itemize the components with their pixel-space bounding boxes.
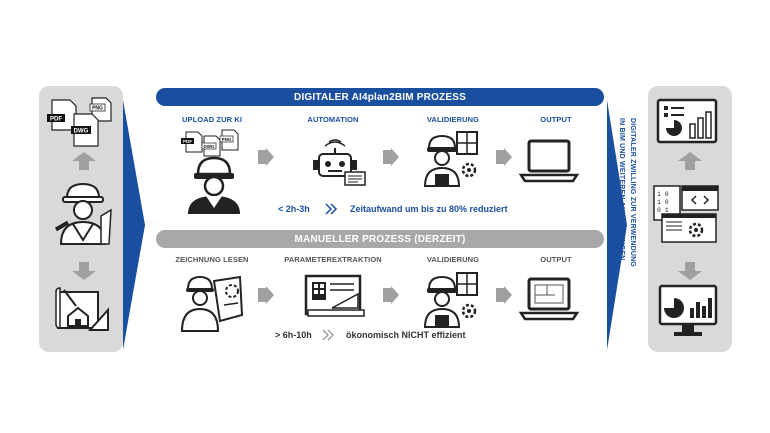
arrow-right-icon [383,148,399,166]
right-vertical-label-1: DIGITALER ZWILLING ZUR VERWENDUNG [629,118,636,268]
manual-step-reading: ZEICHNUNG LESEN [175,255,249,264]
manual-process-title: MANUELLER PROZESS (DERZEIT) [294,233,466,245]
svg-text:DWG: DWG [74,129,89,135]
left-flow-arrow [123,100,145,350]
laptop-icon [518,139,580,183]
manual-step-extraction: PARAMETEREXTRAKTION [284,255,382,264]
digital-process-title: DIGITALER AI4plan2BIM PROZESS [294,91,466,103]
arrow-right-icon [258,148,274,166]
parameter-extraction-icon [304,274,365,317]
code-windows-icon: 1 0 1 0 0 1 [653,185,719,243]
right-vertical-label-2: IN BIM UND WEITEREN ANWENDUNGEN [618,118,625,261]
engineer-icon [54,182,112,245]
right-flow-arrow [607,100,627,350]
dashboard-chart-icon [656,98,718,144]
svg-text:1 0: 1 0 [657,191,669,198]
validator-icon [423,131,478,187]
svg-text:1 0: 1 0 [657,199,669,206]
down-arrow-icon [72,262,96,280]
manual-time: > 6h-10h [275,330,312,340]
down-arrow-icon [678,262,702,280]
svg-text:DWG: DWG [204,144,215,149]
pdf-label: PDF [50,117,62,123]
digital-note: Zeitaufwand um bis zu 80% reduziert [350,204,508,214]
digital-time: < 2h-3h [278,204,310,214]
reader-icon [180,275,244,332]
manual-process-bar: MANUELLER PROZESS (DERZEIT) [156,230,604,248]
digital-step-upload: UPLOAD ZUR KI [181,115,243,124]
svg-text:PNG: PNG [92,106,103,112]
digital-step-validation: VALIDIERUNG [426,115,480,124]
arrow-right-icon [383,286,399,304]
validator-icon [423,272,478,328]
file-icons: PDF PNG DWG [47,97,112,147]
arrow-right-icon [496,148,512,166]
digital-step-automation: AUTOMATION [307,115,359,124]
digital-process-bar: DIGITALER AI4plan2BIM PROZESS [156,88,604,106]
manual-step-validation: VALIDIERUNG [426,255,480,264]
robot-icon [313,139,366,186]
blueprint-icon [55,287,109,331]
laptop-floorplan-icon [518,277,580,321]
monitor-analytics-icon [658,284,718,336]
chevron-right-icon [325,203,338,215]
svg-text:0 1: 0 1 [657,207,669,214]
svg-text:PNG: PNG [222,137,232,142]
chevron-right-icon [322,329,335,341]
up-arrow-icon [678,152,702,170]
upload-files-icon: PDF DWG PNG [181,129,240,214]
svg-text:PDF: PDF [183,139,192,144]
arrow-right-icon [496,286,512,304]
digital-step-output: OUTPUT [540,115,572,124]
up-arrow-icon [72,152,96,170]
arrow-right-icon [258,286,274,304]
manual-step-output: OUTPUT [540,255,572,264]
left-vertical-label: 2D ZEICHNUNG [124,190,131,245]
manual-note: ökonomisch NICHT effizient [346,330,466,340]
